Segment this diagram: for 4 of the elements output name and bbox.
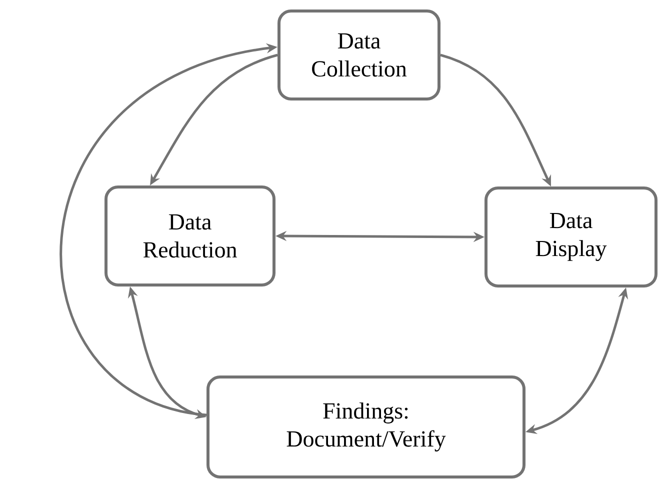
process-box: Data Reduction: [104, 186, 276, 286]
process-box: Data Collection: [278, 10, 440, 100]
process-box: Findings: Document/Verify: [206, 376, 526, 478]
process-box: Data Display: [484, 186, 658, 288]
